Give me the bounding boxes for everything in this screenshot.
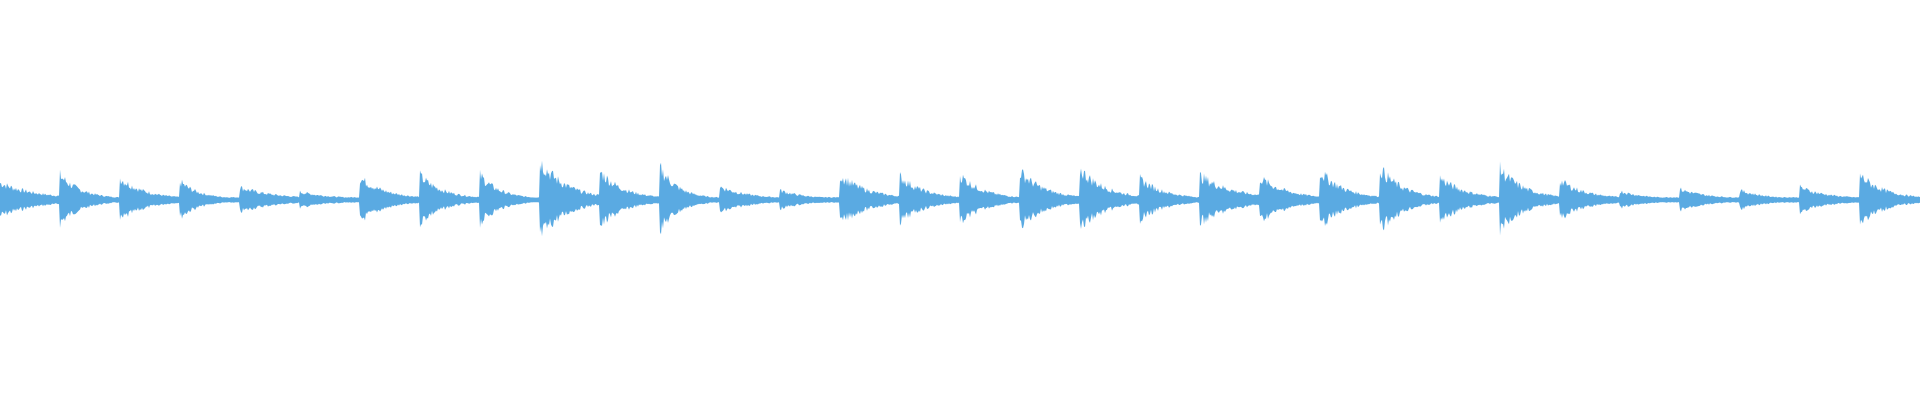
- waveform-shape: [0, 160, 1920, 237]
